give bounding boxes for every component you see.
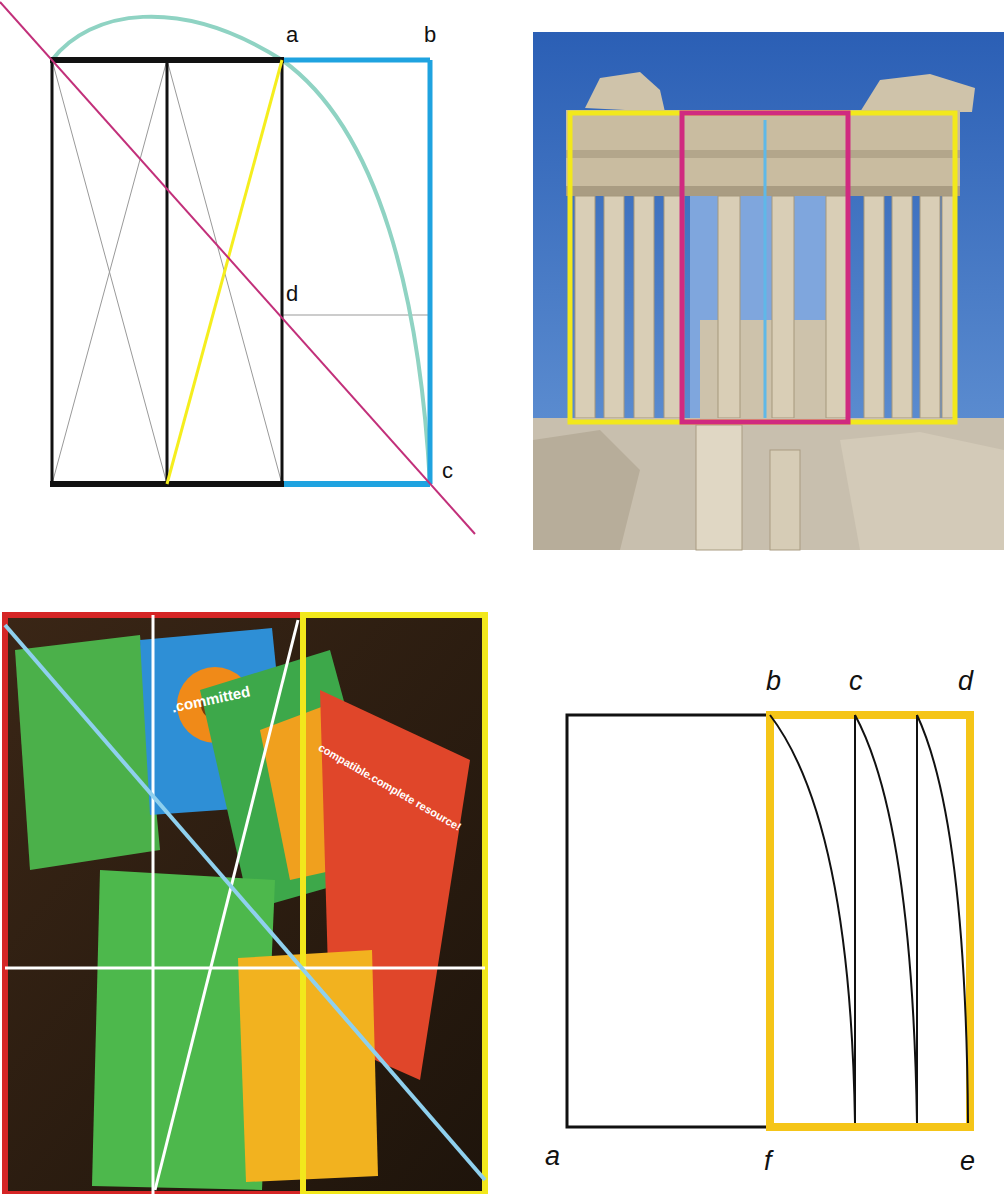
point-label: f xyxy=(764,1148,772,1175)
brochure-text: .committed xyxy=(170,683,251,714)
brochure-text: compatible.complete resource! xyxy=(317,742,463,833)
point-label: b xyxy=(424,24,436,46)
point-label: e xyxy=(960,1148,975,1175)
golden-construction xyxy=(0,2,475,534)
brochure-photo xyxy=(5,615,485,1194)
point-label: d xyxy=(958,668,973,695)
point-label: a xyxy=(286,24,298,46)
rectangle-subdivision xyxy=(567,715,970,1127)
point-label: b xyxy=(766,668,781,695)
parthenon-photo xyxy=(533,32,1004,550)
point-label: a xyxy=(545,1143,560,1170)
point-label: c xyxy=(849,668,863,695)
point-label: c xyxy=(442,460,453,482)
point-label: d xyxy=(286,283,298,305)
